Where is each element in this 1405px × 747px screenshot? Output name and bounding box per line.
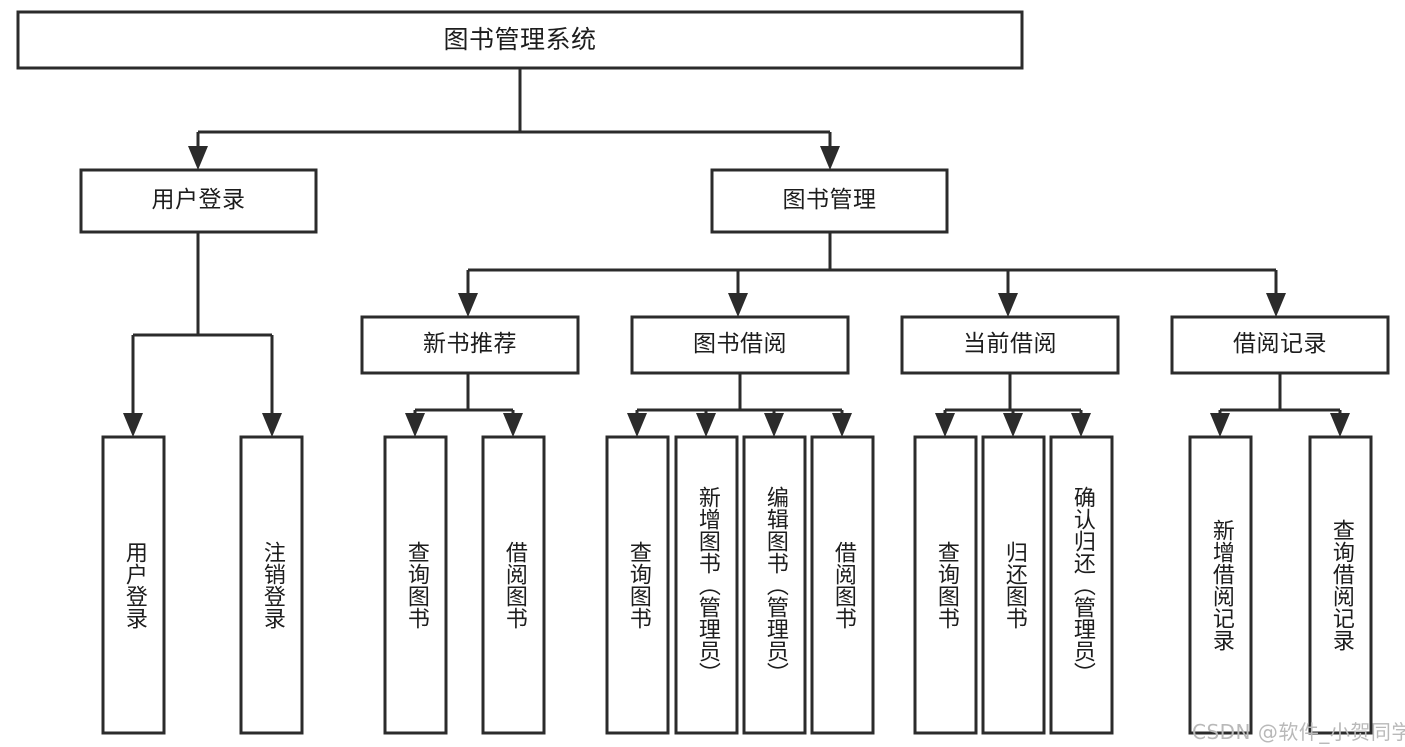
arrowhead-root-to-user-login (188, 146, 208, 170)
arrowhead-user-login-to-login (123, 413, 143, 437)
leaf-box-record-query[interactable] (1308, 435, 1373, 735)
arrowhead-user-login-to-logout (262, 413, 282, 437)
node-box-current-borrow[interactable] (900, 315, 1120, 375)
node-box-book-borrow[interactable] (630, 315, 850, 375)
leaf-box-user-logout[interactable] (239, 435, 304, 735)
arrowhead-bookborrow-to-query (627, 413, 647, 437)
leaf-box-current-return-book[interactable] (981, 435, 1046, 735)
arrowhead-currentborrow-to-query (935, 413, 955, 437)
arrowhead-newbook-to-borrow (503, 413, 523, 437)
csdn-watermark: CSDN @软件_小贺同学 (1192, 720, 1405, 744)
arrowhead-to-book-borrow (728, 293, 748, 317)
leaf-box-borrow-add-book[interactable] (674, 435, 739, 735)
node-box-borrow-record[interactable] (1170, 315, 1390, 375)
node-box-user-login[interactable] (79, 168, 318, 234)
leaf-box-record-add[interactable] (1188, 435, 1253, 735)
arrowhead-currentborrow-to-confirm (1071, 413, 1091, 437)
arrowhead-to-new-book-rec (458, 293, 478, 317)
arrowhead-bookborrow-to-edit (764, 413, 784, 437)
arrowhead-bookborrow-to-borrow (832, 413, 852, 437)
leaf-box-rec-borrow-book[interactable] (481, 435, 546, 735)
arrowhead-newbook-to-query (405, 413, 425, 437)
arrowhead-borrowrecord-to-add (1210, 413, 1230, 437)
arrowhead-currentborrow-to-return (1003, 413, 1023, 437)
leaf-box-borrow-edit-book[interactable] (742, 435, 807, 735)
leaf-box-current-confirm-return[interactable] (1049, 435, 1114, 735)
node-box-new-book-recommend[interactable] (360, 315, 580, 375)
leaf-box-borrow-query-book[interactable] (605, 435, 670, 735)
arrowhead-to-current-borrow (998, 293, 1018, 317)
arrowhead-bookborrow-to-add (696, 413, 716, 437)
leaf-box-rec-query-book[interactable] (383, 435, 448, 735)
leaf-box-current-query-book[interactable] (913, 435, 978, 735)
arrowhead-root-to-book-mgmt (820, 146, 840, 170)
leaf-box-user-login[interactable] (101, 435, 166, 735)
node-box-root[interactable] (16, 10, 1024, 70)
arrowhead-borrowrecord-to-query (1330, 413, 1350, 437)
arrowhead-to-borrow-record (1266, 293, 1286, 317)
leaf-box-borrow-borrow-book[interactable] (810, 435, 875, 735)
node-box-book-management[interactable] (710, 168, 949, 234)
